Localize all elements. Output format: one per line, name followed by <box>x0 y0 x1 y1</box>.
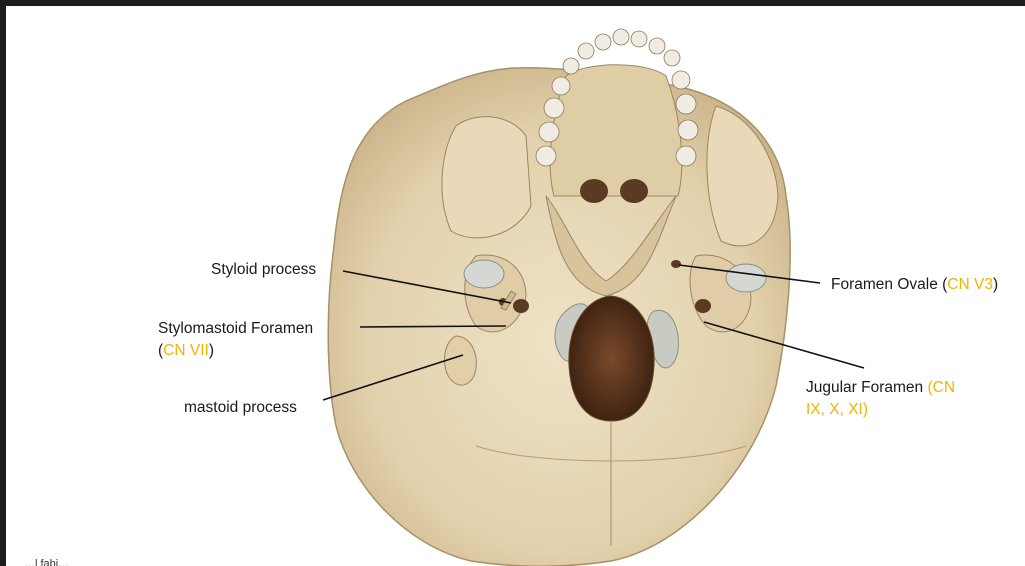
right-zygomatic-arch <box>706 105 779 247</box>
left-choana <box>580 179 608 203</box>
left-jugular-foramen <box>513 299 529 313</box>
label-mastoid-process: mastoid process <box>184 397 297 419</box>
cn-v3: CN V3 <box>947 276 993 293</box>
ovale-close: ) <box>992 276 999 293</box>
label-foramen-ovale: Foramen Ovale (CN V3) <box>831 274 998 296</box>
foramen-ovale <box>671 260 681 268</box>
slide: Styloid process Stylomastoid Foramen (CN… <box>6 6 1025 566</box>
cn-vii: CN VII <box>163 342 209 359</box>
label-jugular-foramen: Jugular Foramen (CN IX, X, XI) <box>806 377 955 421</box>
mastoid-text: mastoid process <box>184 399 297 416</box>
right-jugular-foramen <box>695 299 711 313</box>
sphenoid-region <box>545 195 677 297</box>
styloid-text: Styloid process <box>211 261 317 278</box>
jugular-cn-a: (CN <box>927 379 956 396</box>
stylomastoid-text: Stylomastoid Foramen <box>158 320 314 337</box>
paren-open: ( <box>158 342 164 359</box>
foramen-magnum <box>568 295 655 422</box>
right-glenoid-cartilage <box>725 263 767 293</box>
jugular-line-1: Jugular Foramen (CN <box>806 377 955 399</box>
stylomastoid-cn-line: (CN VII) <box>158 340 313 362</box>
paren-close: ) <box>208 342 214 359</box>
left-zygomatic-arch <box>441 116 532 239</box>
jugular-text: Jugular Foramen <box>806 379 928 396</box>
left-glenoid-cartilage <box>463 259 505 289</box>
ovale-text: Foramen Ovale ( <box>831 276 948 293</box>
teeth <box>535 28 699 167</box>
right-choana <box>620 179 648 203</box>
footnote: …l fabi… <box>24 558 70 566</box>
nuchal-line <box>475 445 747 462</box>
label-stylomastoid-foramen: Stylomastoid Foramen (CN VII) <box>158 318 313 362</box>
jugular-cn-b: IX, X, XI) <box>806 401 869 418</box>
label-styloid-process: Styloid process <box>211 259 316 281</box>
